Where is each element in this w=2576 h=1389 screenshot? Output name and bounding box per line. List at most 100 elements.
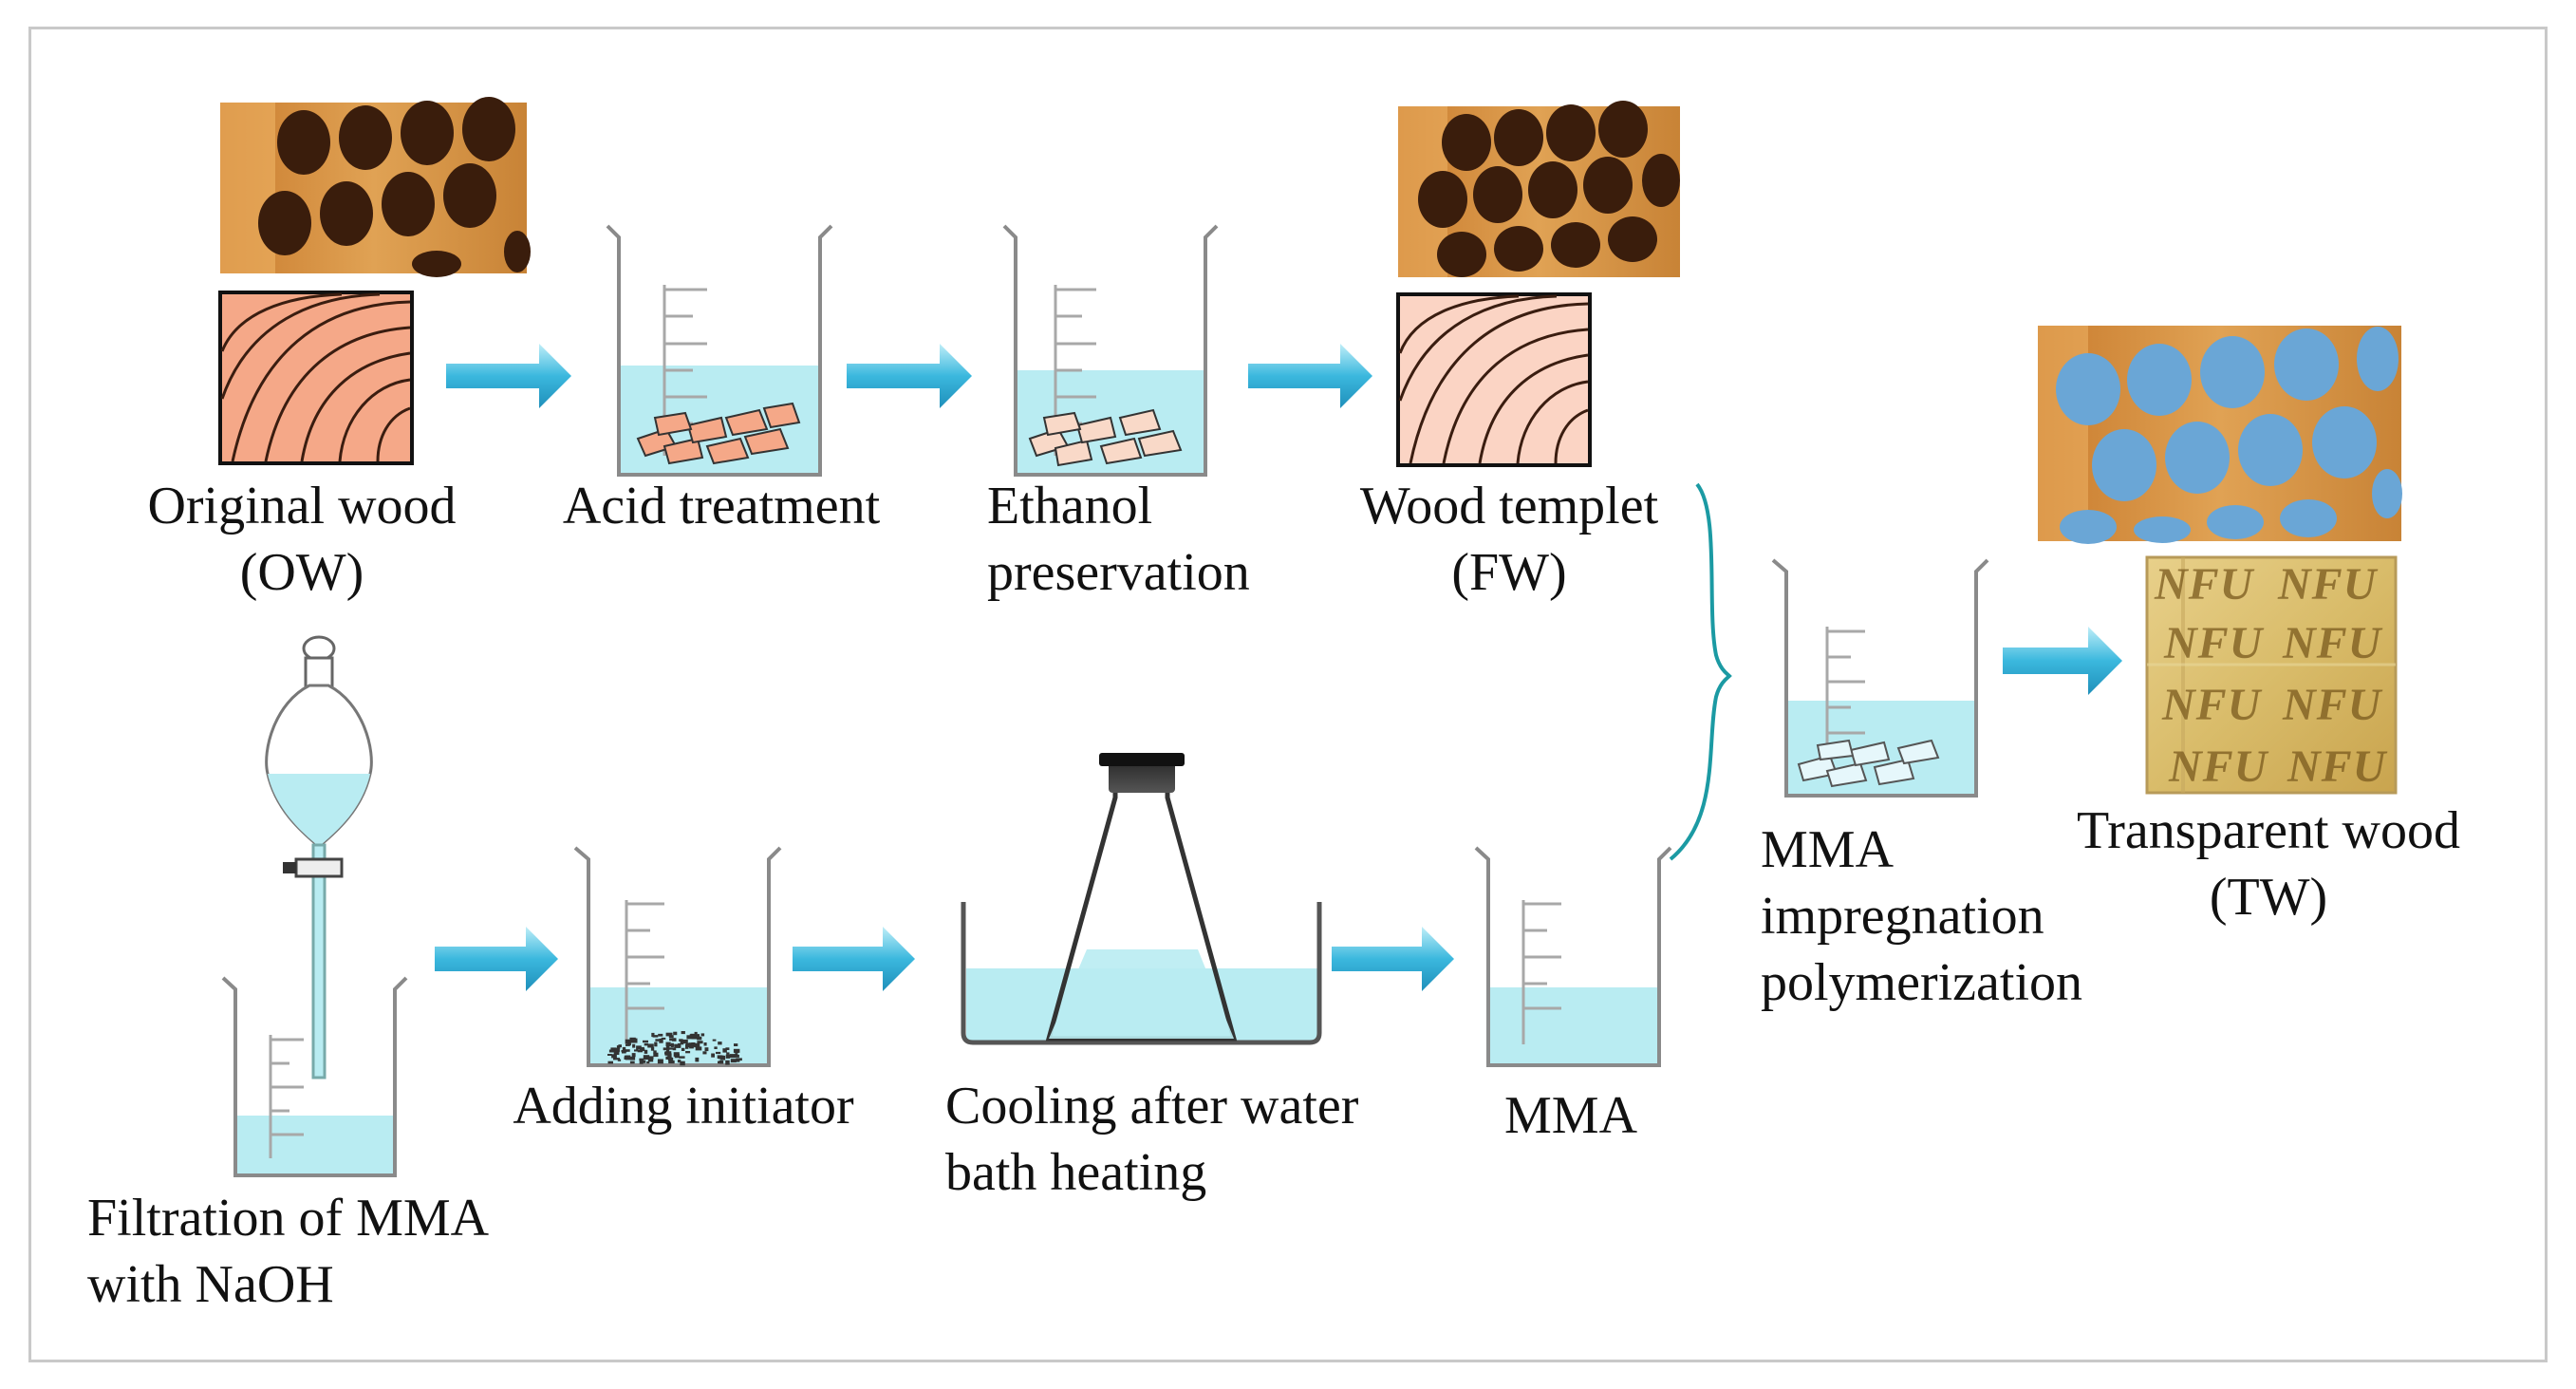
original-wood-cross-section-image <box>218 291 414 465</box>
initiator-particle <box>625 1055 631 1061</box>
initiator-particle <box>629 1037 636 1042</box>
initiator-particle <box>679 1056 685 1059</box>
initiator-particle <box>665 1032 673 1037</box>
initiator-particle <box>639 1060 644 1064</box>
initiator-particle <box>725 1060 730 1065</box>
initiator-particle <box>648 1056 654 1060</box>
label-line: with NaOH <box>87 1255 334 1314</box>
arrow-ow-to-acid <box>446 344 571 408</box>
wood-templet-block-image <box>1398 101 1680 277</box>
initiator-particle <box>669 1043 675 1046</box>
initiator-particle <box>667 1057 672 1060</box>
initiator-particle <box>647 1043 654 1048</box>
initiator-particle <box>611 1054 617 1059</box>
initiator-particle <box>733 1048 740 1053</box>
initiator-particle <box>654 1042 658 1047</box>
initiator-particle <box>607 1054 612 1056</box>
initiator-particle <box>686 1035 693 1040</box>
initiator-particle <box>681 1031 685 1035</box>
initiator-particle <box>636 1045 642 1050</box>
initiator-particle <box>688 1042 692 1045</box>
initiator-particle <box>691 1042 699 1046</box>
initiator-particle <box>639 1058 644 1061</box>
nfu-text: NFU <box>2278 559 2378 610</box>
label-wood-templet: Wood templet (FW) <box>1310 473 1708 606</box>
initiator-particle <box>674 1043 681 1048</box>
initiator-particle <box>735 1054 739 1058</box>
initiator-particle <box>730 1059 737 1063</box>
initiator-particle <box>697 1041 703 1044</box>
initiator-particle <box>610 1047 617 1052</box>
initiator-particle <box>725 1047 730 1050</box>
label-line: Filtration of MMA <box>87 1189 490 1248</box>
initiator-particle <box>621 1050 627 1053</box>
initiator-particle <box>632 1043 636 1048</box>
nfu-text: NFU <box>2283 680 2382 730</box>
initiator-particle <box>695 1034 700 1037</box>
initiator-particle <box>695 1057 700 1062</box>
acid-treatment-beaker <box>606 224 833 477</box>
label-line: polymerization <box>1761 953 2083 1012</box>
initiator-particle <box>714 1046 718 1049</box>
nfu-text: NFU <box>2164 618 2264 668</box>
adding-initiator-beaker <box>573 846 782 1067</box>
label-filtration: Filtration of MMA with NaOH <box>87 1185 581 1318</box>
label-acid-treatment: Acid treatment <box>532 473 911 539</box>
initiator-particle <box>703 1042 707 1046</box>
label-line: Wood templet <box>1359 477 1659 535</box>
initiator-particle <box>669 1038 676 1042</box>
initiator-particle <box>616 1045 621 1049</box>
initiator-particle <box>625 1039 631 1044</box>
initiator-particle <box>677 1060 681 1063</box>
initiator-particle <box>608 1049 613 1053</box>
label-line: (TW) <box>2209 868 2328 927</box>
initiator-particle <box>651 1032 655 1038</box>
initiator-particle <box>668 1060 675 1064</box>
initiator-particle <box>736 1058 742 1061</box>
initiator-particle <box>681 1047 685 1051</box>
initiator-particle <box>711 1053 715 1058</box>
initiator-particle <box>647 1059 654 1062</box>
initiator-particle <box>629 1061 635 1064</box>
initiator-particle <box>729 1054 736 1059</box>
initiator-particle <box>617 1059 622 1061</box>
initiator-particle <box>722 1048 727 1053</box>
initiator-particle <box>719 1060 724 1064</box>
initiator-particle <box>694 1031 698 1035</box>
initiator-particle <box>680 1061 685 1066</box>
initiator-particle <box>689 1043 694 1049</box>
initiator-particle <box>650 1046 655 1051</box>
nfu-text: NFU <box>2162 680 2262 730</box>
label-line: Cooling after water <box>945 1077 1359 1136</box>
initiator-particle <box>634 1049 639 1052</box>
initiator-particle <box>667 1053 672 1059</box>
initiator-particle <box>653 1052 659 1058</box>
label-line: (FW) <box>1451 543 1567 602</box>
initiator-particle <box>646 1061 650 1064</box>
separatory-funnel <box>265 635 373 1079</box>
label-transparent-wood: Transparent wood (TW) <box>2031 798 2506 930</box>
initiator-particle <box>659 1038 663 1043</box>
initiator-particle <box>613 1058 620 1061</box>
label-original-wood: Original wood (OW) <box>112 473 492 606</box>
initiator-particle <box>702 1051 707 1055</box>
initiator-particle <box>685 1051 691 1054</box>
filtration-beaker <box>221 976 408 1177</box>
initiator-particle <box>663 1047 669 1051</box>
initiator-particle <box>661 1037 666 1040</box>
initiator-particle <box>655 1039 660 1042</box>
initiator-particle <box>657 1059 663 1064</box>
initiator-particle <box>637 1049 644 1053</box>
initiator-particle <box>631 1053 636 1058</box>
nfu-text: NFU <box>2155 559 2254 610</box>
arrow-to-transparent-wood <box>2003 627 2122 695</box>
initiator-particle <box>680 1041 684 1045</box>
label-line: Original wood <box>147 477 457 535</box>
initiator-particle <box>679 1039 683 1042</box>
initiator-particle <box>643 1060 646 1063</box>
water-bath-with-flask <box>961 753 1322 1045</box>
arrow-cooling-to-mma <box>1332 927 1454 991</box>
initiator-particle <box>653 1050 657 1054</box>
initiator-particle <box>666 1047 670 1052</box>
